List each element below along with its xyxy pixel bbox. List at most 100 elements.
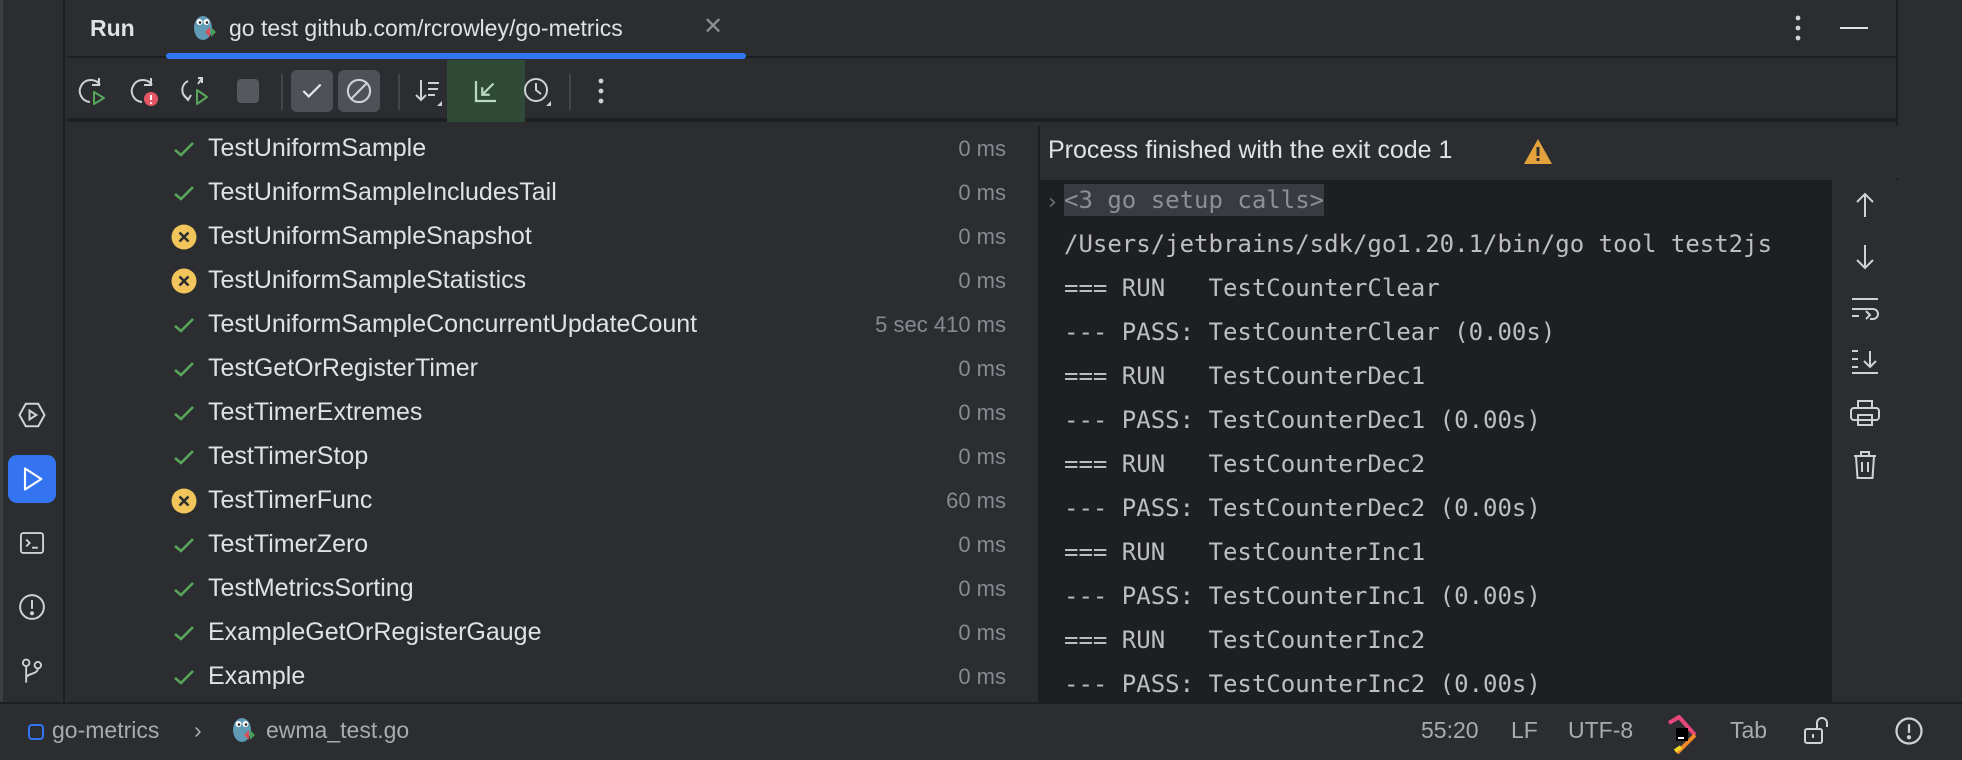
rerun-button[interactable] [71,70,113,112]
line-separator[interactable]: LF [1511,717,1538,743]
ignored-icon [346,78,372,104]
console-line: === RUN TestCounterDec2 [1064,450,1426,478]
test-duration: 0 ms [958,664,1006,689]
scroll-to-end-button[interactable] [1849,345,1881,377]
sidebar-item-terminal[interactable] [8,519,56,567]
breadcrumb-file[interactable]: ewma_test.go [266,717,410,743]
stop-button[interactable] [227,70,269,112]
run-toolbar [67,60,1896,122]
test-row[interactable]: ExampleGetOrRegisterGauge 0 ms [67,610,1038,654]
collapse-all-button[interactable] [447,60,525,122]
test-row[interactable]: TestUniformSample 0 ms [67,126,1038,170]
test-results-tree[interactable]: TestUniformSample 0 ms TestUniformSample… [67,126,1038,702]
rerun-failed-button[interactable] [123,70,165,112]
file-encoding[interactable]: UTF-8 [1568,717,1634,743]
console-line: === RUN TestCounterDec1 [1064,362,1426,390]
test-row[interactable]: TestTimerExtremes 0 ms [67,390,1038,434]
test-duration: 5 sec 410 ms [875,312,1006,337]
test-row[interactable]: TestTimerFunc 60 ms [67,478,1038,522]
console-line: --- PASS: TestCounterDec2 (0.00s) [1064,494,1541,522]
warning-icon [1524,139,1552,164]
test-passed-icon [171,664,197,690]
problems-icon [19,594,45,620]
minimize-button[interactable] [1840,27,1868,29]
check-icon [302,83,322,98]
test-failed-icon [171,488,197,514]
arrow-down-icon [1856,245,1874,270]
test-name: ExampleGetOrRegisterGauge [208,618,542,646]
test-passed-icon [171,180,197,206]
toggle-auto-test-icon [181,77,208,105]
sidebar-item-services[interactable] [8,391,56,439]
setup-calls-fold[interactable]: <3 go setup calls> [1064,184,1325,216]
test-row[interactable]: TestGetOrRegisterTimer 0 ms [67,346,1038,390]
test-failed-icon [171,268,197,294]
test-name: TestGetOrRegisterTimer [208,354,478,382]
clock-icon [524,78,551,106]
sort-button[interactable] [408,70,450,112]
sidebar-item-problems[interactable] [8,583,56,631]
test-row[interactable]: TestUniformSampleSnapshot 0 ms [67,214,1038,258]
test-passed-icon [171,532,197,558]
test-row[interactable]: TestUniformSampleIncludesTail 0 ms [67,170,1038,214]
sidebar-item-run[interactable] [8,455,56,503]
show-duration-button[interactable] [516,70,558,112]
tab-go-test[interactable]: go test github.com/rcrowley/go-metrics ✕ [166,0,746,59]
tool-window-title: Run [90,15,135,41]
close-tab-button[interactable]: ✕ [703,13,724,40]
test-row[interactable]: TestUniformSampleConcurrentUpdateCount 5… [67,302,1038,346]
scroll-to-end-icon [1852,350,1878,374]
test-name: TestUniformSampleStatistics [208,266,527,294]
next-occurrence-button[interactable] [1849,241,1881,273]
test-passed-icon [171,312,197,338]
test-duration: 0 ms [958,620,1006,645]
test-name: TestMetricsSorting [208,574,414,602]
test-duration: 0 ms [958,268,1006,293]
soft-wrap-button[interactable] [1849,293,1881,325]
test-name: Example [208,662,306,690]
fold-chevron-icon[interactable]: › [1048,190,1057,215]
show-ignored-toggle[interactable] [338,70,380,112]
console-output[interactable]: › <3 go setup calls> /Users/jetbrains/sd… [1040,180,1832,702]
notifications-icon[interactable] [1894,716,1924,746]
active-tab-indicator [166,53,746,59]
test-duration: 0 ms [958,532,1006,557]
test-duration: 0 ms [958,136,1006,161]
test-row[interactable]: Example 0 ms [67,654,1038,698]
test-duration: 0 ms [958,224,1006,249]
print-button[interactable] [1849,397,1881,429]
console-line: --- PASS: TestCounterInc1 (0.00s) [1064,582,1541,610]
kebab-vertical-icon [598,78,604,104]
test-row[interactable]: TestUniformSampleStatistics 0 ms [67,258,1038,302]
test-duration: 60 ms [946,488,1006,513]
more-options-button[interactable] [1794,14,1802,49]
test-row[interactable]: TestTimerStop 0 ms [67,434,1038,478]
toggle-auto-test-button[interactable] [175,70,217,112]
jetbrains-ai-icon[interactable] [1665,715,1701,755]
sort-icon [415,80,442,106]
test-passed-icon [171,400,197,426]
more-toolbar-button[interactable] [580,70,622,112]
run-tool-window-header: Run go test github.com/rcrowley/go-metri… [67,0,1896,59]
console-actions-toolbar [1832,180,1898,702]
console-line-folded[interactable]: <3 go setup calls> [1064,184,1325,230]
unlocked-icon[interactable] [1803,716,1831,746]
soft-wrap-icon [1852,298,1879,320]
previous-occurrence-button[interactable] [1849,189,1881,221]
test-name: TestUniformSample [208,134,427,162]
process-status-banner: Process finished with the exit code 1 [1040,126,1898,178]
sidebar-item-git[interactable] [8,647,56,695]
print-icon [1850,400,1880,426]
show-passed-toggle[interactable] [291,70,333,112]
caret-position[interactable]: 55:20 [1421,717,1479,743]
toolbar-separator [569,74,571,110]
rerun-failed-icon [130,78,158,106]
test-row[interactable]: TestTimerZero 0 ms [67,522,1038,566]
console-line: === RUN TestCounterClear [1064,274,1440,302]
indent-setting[interactable]: Tab [1730,717,1768,743]
trash-icon [1854,451,1876,479]
test-row[interactable]: TestMetricsSorting 0 ms [67,566,1038,610]
breadcrumb-project[interactable]: go-metrics [52,717,160,743]
console-panel: Process finished with the exit code 1 › … [1038,126,1898,702]
clear-all-button[interactable] [1849,449,1881,481]
